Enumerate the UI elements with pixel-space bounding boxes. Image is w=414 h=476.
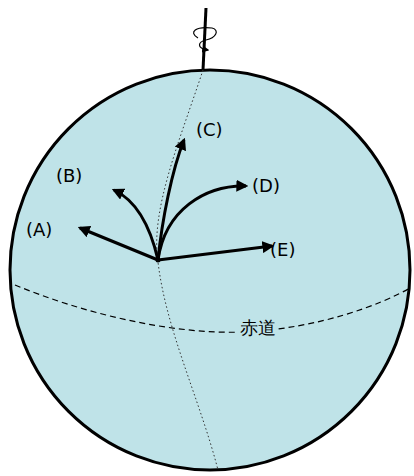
arrow-label: (E) (270, 240, 295, 260)
equator-label: 赤道 (238, 318, 278, 338)
arrow-label: (C) (196, 120, 223, 140)
arrow-label: (A) (26, 220, 52, 240)
rotation-axis (203, 8, 206, 70)
earth-globe (10, 70, 410, 470)
arrow-label: (B) (56, 166, 82, 186)
origin-dot (156, 258, 161, 263)
arrow-label: (D) (252, 176, 280, 196)
arrow-a (80, 228, 158, 260)
equator-line (15, 285, 410, 332)
arrow-b (114, 190, 158, 260)
arrow-d (158, 186, 246, 260)
arrow-e (158, 246, 272, 260)
rotation-curl (194, 28, 217, 50)
